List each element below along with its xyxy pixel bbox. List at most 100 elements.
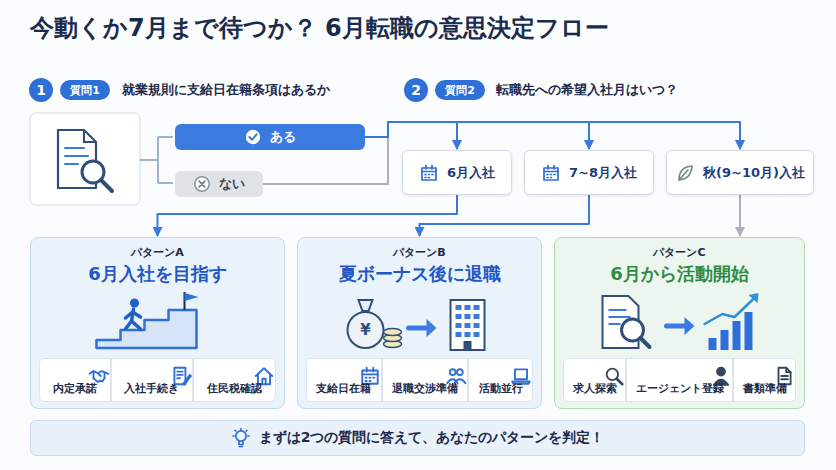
cal-stroke (548, 165, 554, 169)
company-building (451, 300, 485, 350)
flow-arrow-shaft (667, 324, 687, 329)
bulb-symbol (231, 428, 251, 448)
house-stroke (262, 379, 265, 385)
search-icon (607, 369, 623, 385)
action-item: 書類準備 (733, 358, 796, 402)
building-window (465, 332, 471, 337)
building-window (474, 305, 480, 310)
people-icon (448, 369, 466, 383)
node-text: 6月から活動開始 (610, 262, 749, 286)
action-item: 求人探索 (563, 358, 626, 402)
building-window (465, 323, 471, 328)
leaf-stroke (679, 166, 692, 180)
building-window (456, 305, 462, 310)
leaf-stroke (679, 170, 688, 180)
check-symbol (244, 128, 262, 146)
flow-connector (158, 195, 458, 236)
leaf-icon (679, 166, 692, 180)
growth-bar (733, 321, 741, 350)
magnifier-handle (101, 180, 112, 191)
action-item: 住民税確認 (193, 358, 276, 402)
branch-line (140, 137, 173, 183)
node-text: 活動並行 (479, 382, 523, 396)
building-door (464, 341, 472, 350)
laptop-icon (512, 369, 530, 383)
cal-stroke (544, 168, 558, 180)
step-number: 2 (404, 78, 428, 102)
node-text: 夏ボーナス後に退職 (339, 262, 501, 286)
cal-symbol (541, 163, 561, 183)
people-stroke (457, 369, 463, 375)
document-search-icon-box (30, 113, 140, 205)
node-text: 6月入社 (447, 164, 495, 182)
house-icon (256, 368, 273, 384)
node-text: 求人探索 (573, 382, 617, 396)
cal-stroke (425, 174, 433, 177)
node-text: 支給日在籍 (316, 382, 371, 396)
flow-arrow-shaft (409, 326, 429, 331)
action-item: 支給日在籍 (306, 358, 382, 402)
step-number: 1 (29, 78, 53, 102)
flow-arrow-head (427, 319, 437, 337)
building-window (456, 323, 462, 328)
node-text: 1 (36, 82, 46, 98)
cal-stroke (544, 170, 558, 172)
cal-stroke (366, 368, 373, 372)
action-item: 活動並行 (468, 358, 533, 402)
question-text: 就業規則に支給日在籍条項はあるか (122, 80, 330, 100)
person-stroke (717, 368, 725, 376)
doc-stroke (781, 376, 788, 379)
node-text: ない (219, 175, 245, 193)
people-stroke (450, 369, 456, 375)
cross-icon (195, 177, 209, 191)
building-window (456, 332, 462, 337)
handshake-stroke (93, 371, 104, 378)
node-text: 内定承諾 (53, 382, 97, 396)
climber-body (126, 309, 141, 329)
handshake-stroke (98, 373, 101, 376)
building-window (474, 323, 480, 328)
doc-stroke (786, 368, 790, 372)
month-option: 秋(9~10月)入社 (666, 150, 814, 195)
laptop-stroke (515, 369, 527, 379)
pattern-illustration (31, 290, 286, 352)
building-window (474, 314, 480, 319)
question-tag: 質問1 (60, 80, 110, 100)
flow-connector (365, 122, 589, 149)
node-text: 秋(9~10月)入社 (703, 164, 805, 182)
bulb-stroke (233, 429, 249, 436)
pattern-illustration (555, 290, 806, 352)
action-item: 内定承諾 (39, 358, 111, 402)
answer-yes: ある (175, 124, 365, 150)
doc-icon (779, 368, 791, 385)
flow-connector (420, 195, 590, 236)
coin (384, 329, 402, 336)
node-text: ある (270, 128, 296, 146)
node-text: 入社手続き (124, 382, 179, 396)
cal-stroke (362, 371, 377, 384)
check-stroke (249, 134, 256, 139)
month-option: 6月入社 (402, 150, 512, 195)
flow-connector (365, 122, 740, 149)
magnifier-handle (641, 338, 650, 347)
form-stroke (184, 375, 192, 385)
leaf-symbol (675, 163, 695, 183)
flow-arrow-head (685, 317, 695, 335)
cal-icon (362, 368, 377, 384)
stairs (97, 310, 197, 348)
node-text: パターンC (653, 246, 705, 260)
node-text: 質問1 (70, 83, 100, 98)
cal-stroke (426, 165, 432, 169)
node-text: 退職交渉準備 (392, 382, 458, 396)
form-stroke (177, 372, 183, 379)
cal-stroke (422, 168, 436, 180)
bulb-stroke (239, 442, 243, 445)
node-text: 6月入社を目指す (88, 262, 227, 286)
bag-neck (359, 300, 373, 311)
node-text: 2 (411, 82, 421, 98)
node-text: エージェント登録 (636, 382, 724, 396)
building-window (465, 314, 471, 319)
